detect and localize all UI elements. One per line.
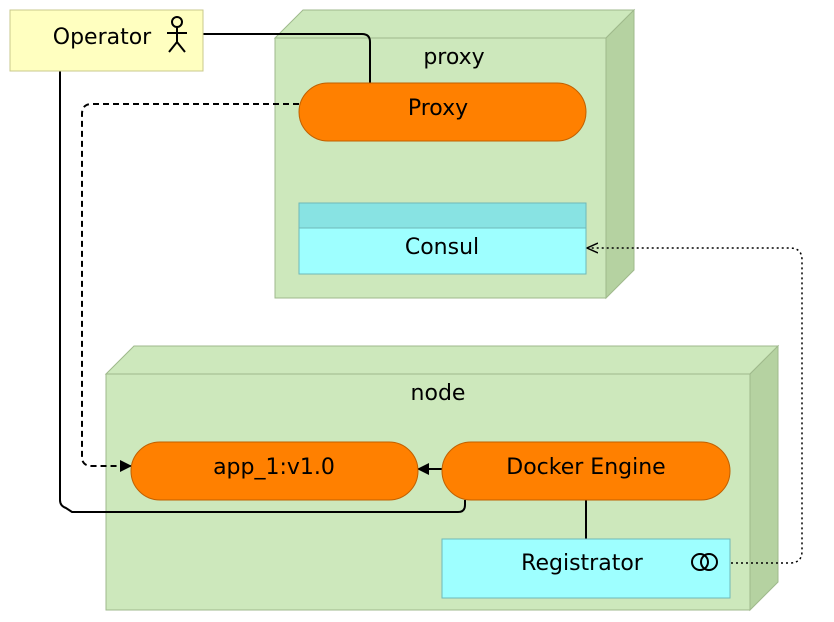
consul-component-label: Consul	[405, 235, 479, 260]
registrator-label: Registrator	[521, 551, 644, 576]
consul-component[interactable]: Consul	[298, 202, 587, 275]
consul-header-band	[298, 202, 587, 229]
proxy-component[interactable]: Proxy	[298, 82, 587, 142]
operator-label: Operator	[53, 25, 152, 50]
docker-engine-component[interactable]: Docker Engine	[441, 441, 731, 501]
app-component[interactable]: app_1:v1.0	[130, 441, 419, 501]
docker-engine-label: Docker Engine	[506, 455, 665, 480]
connector-operator-engine	[59, 71, 466, 513]
app-component-label: app_1:v1.0	[213, 455, 335, 480]
proxy-node-title: proxy	[423, 45, 484, 70]
connector-proxy-app	[81, 103, 299, 472]
registrator-component[interactable]: Registrator	[441, 538, 731, 599]
app-node-title: node	[411, 381, 466, 406]
connector-operator-proxy	[203, 33, 371, 83]
stick-figure-icon	[167, 16, 187, 53]
operator-actor[interactable]: Operator	[9, 9, 204, 72]
proxy-component-label: Proxy	[408, 96, 468, 121]
interface-circles-icon	[691, 553, 718, 571]
